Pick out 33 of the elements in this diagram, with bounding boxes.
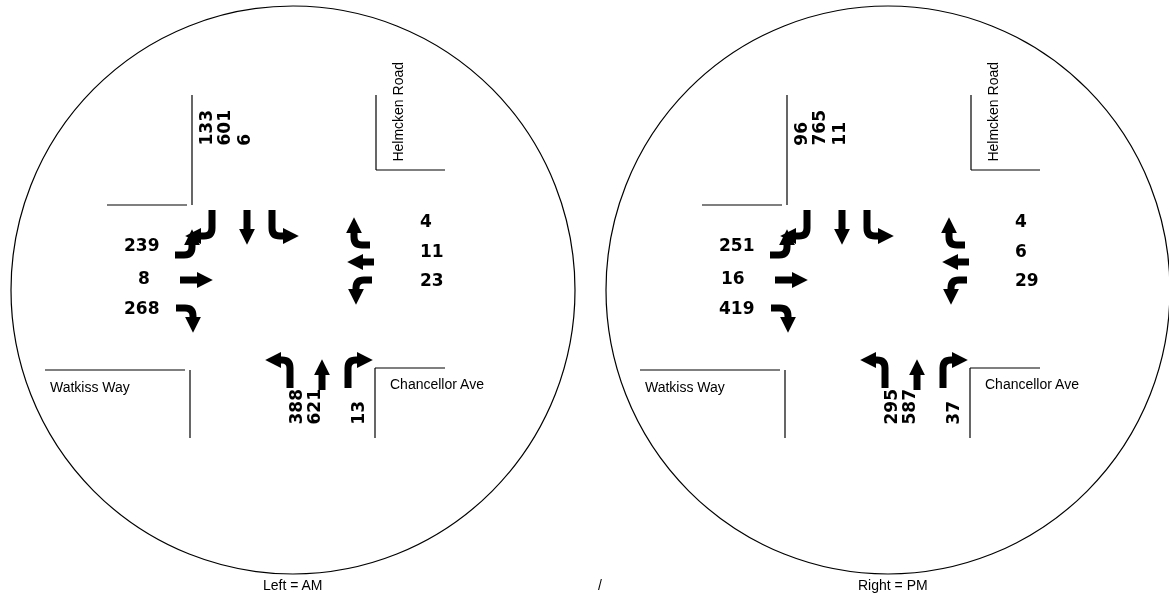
traffic-volume: 4 — [420, 213, 432, 230]
traffic-volume: 16 — [721, 270, 745, 287]
traffic-volume: 601 — [216, 110, 233, 146]
traffic-volume: 133 — [198, 110, 215, 146]
traffic-volume: 765 — [811, 110, 828, 146]
traffic-volume: 419 — [719, 300, 755, 317]
street-name: Watkiss Way — [50, 380, 130, 394]
street-name: Helmcken Road — [391, 62, 405, 162]
traffic-volume: 8 — [138, 270, 150, 287]
intersection-circle — [10, 5, 576, 575]
traffic-volume: 239 — [124, 237, 160, 254]
traffic-volume: 29 — [1015, 272, 1039, 289]
street-name: Chancellor Ave — [390, 377, 484, 391]
traffic-volume: 6 — [1015, 243, 1027, 260]
traffic-volume: 621 — [306, 389, 323, 425]
traffic-volume: 37 — [945, 401, 962, 425]
street-name: Watkiss Way — [645, 380, 725, 394]
traffic-volume: 388 — [288, 389, 305, 425]
caption-text: / — [598, 577, 602, 593]
traffic-volume: 268 — [124, 300, 160, 317]
traffic-volume: 11 — [420, 243, 444, 260]
street-name: Helmcken Road — [986, 62, 1000, 162]
traffic-volume: 4 — [1015, 213, 1027, 230]
traffic-volume: 13 — [350, 401, 367, 425]
traffic-volume: 587 — [901, 389, 918, 425]
traffic-volume: 295 — [883, 389, 900, 425]
traffic-volume: 251 — [719, 237, 755, 254]
street-name: Chancellor Ave — [985, 377, 1079, 391]
traffic-volume: 6 — [236, 134, 253, 146]
traffic-volume: 11 — [831, 122, 848, 146]
traffic-volume: 23 — [420, 272, 444, 289]
caption-text: Left = AM — [263, 577, 323, 593]
traffic-volume: 96 — [793, 122, 810, 146]
